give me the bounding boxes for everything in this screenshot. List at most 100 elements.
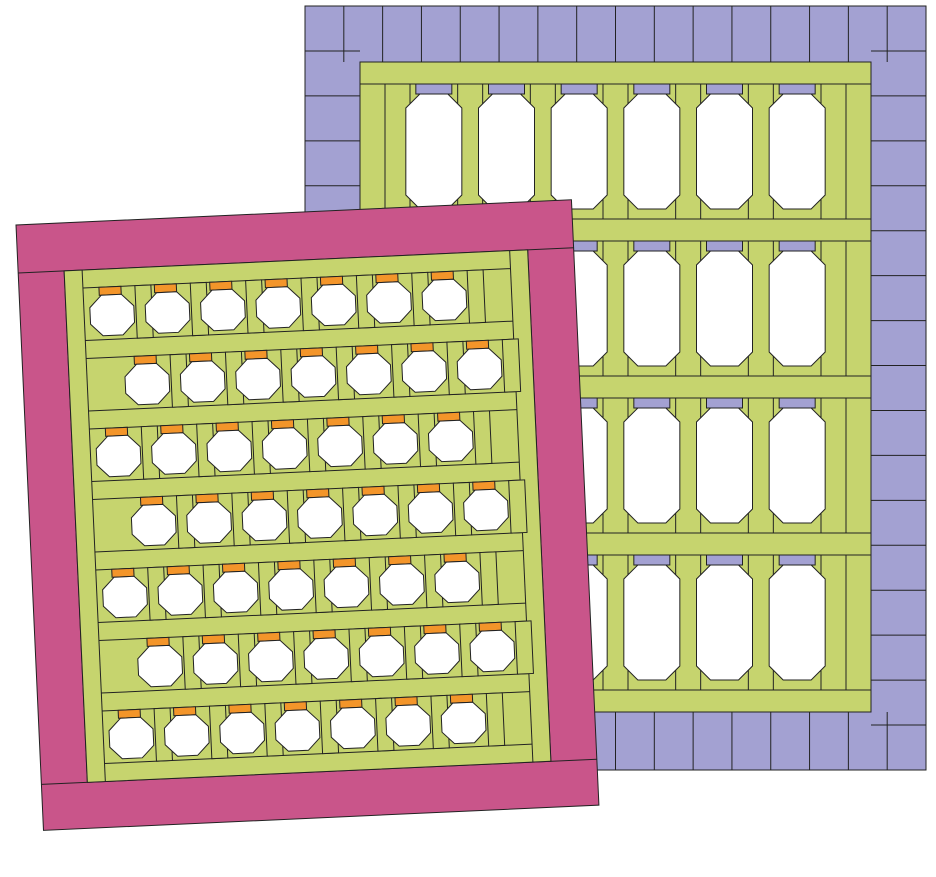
window-octagon [255, 286, 301, 329]
accent-strip [561, 84, 597, 94]
accent-strip [313, 630, 335, 639]
accent-strip [707, 241, 743, 251]
window-octagon [414, 632, 460, 675]
accent-strip [284, 702, 306, 711]
window-octagon [157, 573, 203, 616]
lattice-post [474, 411, 492, 464]
accent-strip [362, 486, 384, 495]
accent-strip [161, 425, 183, 434]
window-octagon [359, 635, 405, 678]
accent-strip [489, 84, 525, 94]
accent-strip [707, 398, 743, 408]
accent-strip [444, 553, 466, 562]
accent-strip [634, 398, 670, 408]
accent-strip [118, 709, 140, 718]
accent-strip [389, 556, 411, 565]
window-octagon [275, 709, 321, 752]
window-tall-octagon [406, 94, 462, 209]
accent-strip [112, 568, 134, 577]
lattice-post [486, 693, 504, 746]
lattice-post [515, 621, 533, 674]
window-octagon [311, 284, 357, 327]
accent-strip [300, 348, 322, 357]
accent-strip [479, 622, 501, 631]
accent-strip [140, 496, 162, 505]
accent-strip [340, 699, 362, 708]
window-octagon [206, 430, 252, 473]
window-tall-octagon [624, 94, 680, 209]
window-octagon [463, 489, 509, 532]
accent-strip [634, 241, 670, 251]
window-octagon [366, 281, 412, 324]
accent-strip [417, 484, 439, 493]
accent-strip [368, 627, 390, 636]
window-octagon [441, 702, 487, 745]
window-octagon [373, 422, 419, 465]
window-octagon [200, 289, 246, 332]
window-octagon [469, 630, 515, 673]
window-octagon [180, 360, 226, 403]
window-octagon [131, 504, 177, 547]
window-tall-octagon [624, 251, 680, 366]
lattice-post [467, 270, 485, 323]
accent-strip [105, 427, 127, 436]
window-tall-octagon [479, 94, 535, 209]
accent-strip [222, 563, 244, 572]
lattice-post [502, 339, 520, 392]
accent-strip [202, 635, 224, 644]
accent-strip [320, 276, 342, 285]
accent-strip [251, 491, 273, 500]
accent-strip [147, 637, 169, 646]
accent-strip [779, 84, 815, 94]
accent-strip [265, 279, 287, 288]
accent-strip [189, 353, 211, 362]
window-octagon [379, 563, 425, 606]
accent-strip [154, 284, 176, 293]
accent-strip [779, 241, 815, 251]
window-octagon [193, 642, 239, 685]
accent-strip [466, 340, 488, 349]
accent-strip [333, 558, 355, 567]
window-octagon [145, 291, 191, 334]
accent-strip [278, 561, 300, 570]
window-octagon [137, 645, 183, 688]
window-octagon [213, 571, 259, 614]
accent-strip [779, 555, 815, 565]
accent-strip [416, 84, 452, 94]
window-octagon [346, 353, 392, 396]
accent-strip [229, 704, 251, 713]
small-quilt-magenta-border [16, 200, 599, 831]
accent-strip [382, 415, 404, 424]
window-octagon [317, 425, 363, 468]
window-tall-octagon [551, 94, 607, 209]
window-octagon [324, 566, 370, 609]
accent-strip [216, 422, 238, 431]
accent-strip [707, 555, 743, 565]
window-octagon [262, 427, 308, 470]
accent-strip [634, 84, 670, 94]
accent-strip [450, 694, 472, 703]
window-tall-octagon [697, 565, 753, 680]
window-octagon [235, 358, 281, 401]
accent-strip [634, 555, 670, 565]
accent-strip [424, 625, 446, 634]
accent-strip [307, 489, 329, 498]
window-octagon [268, 568, 314, 611]
accent-strip [210, 281, 232, 290]
lattice-post [509, 480, 527, 533]
window-tall-octagon [624, 565, 680, 680]
window-octagon [242, 499, 288, 542]
window-octagon [297, 496, 343, 539]
accent-strip [779, 398, 815, 408]
window-tall-octagon [769, 565, 825, 680]
window-octagon [164, 714, 210, 757]
window-octagon [385, 704, 431, 747]
accent-strip [707, 84, 743, 94]
window-octagon [457, 348, 503, 391]
accent-strip [271, 420, 293, 429]
accent-strip [438, 412, 460, 421]
window-octagon [248, 640, 294, 683]
window-octagon [330, 707, 376, 750]
window-octagon [89, 294, 135, 337]
window-tall-octagon [769, 94, 825, 209]
